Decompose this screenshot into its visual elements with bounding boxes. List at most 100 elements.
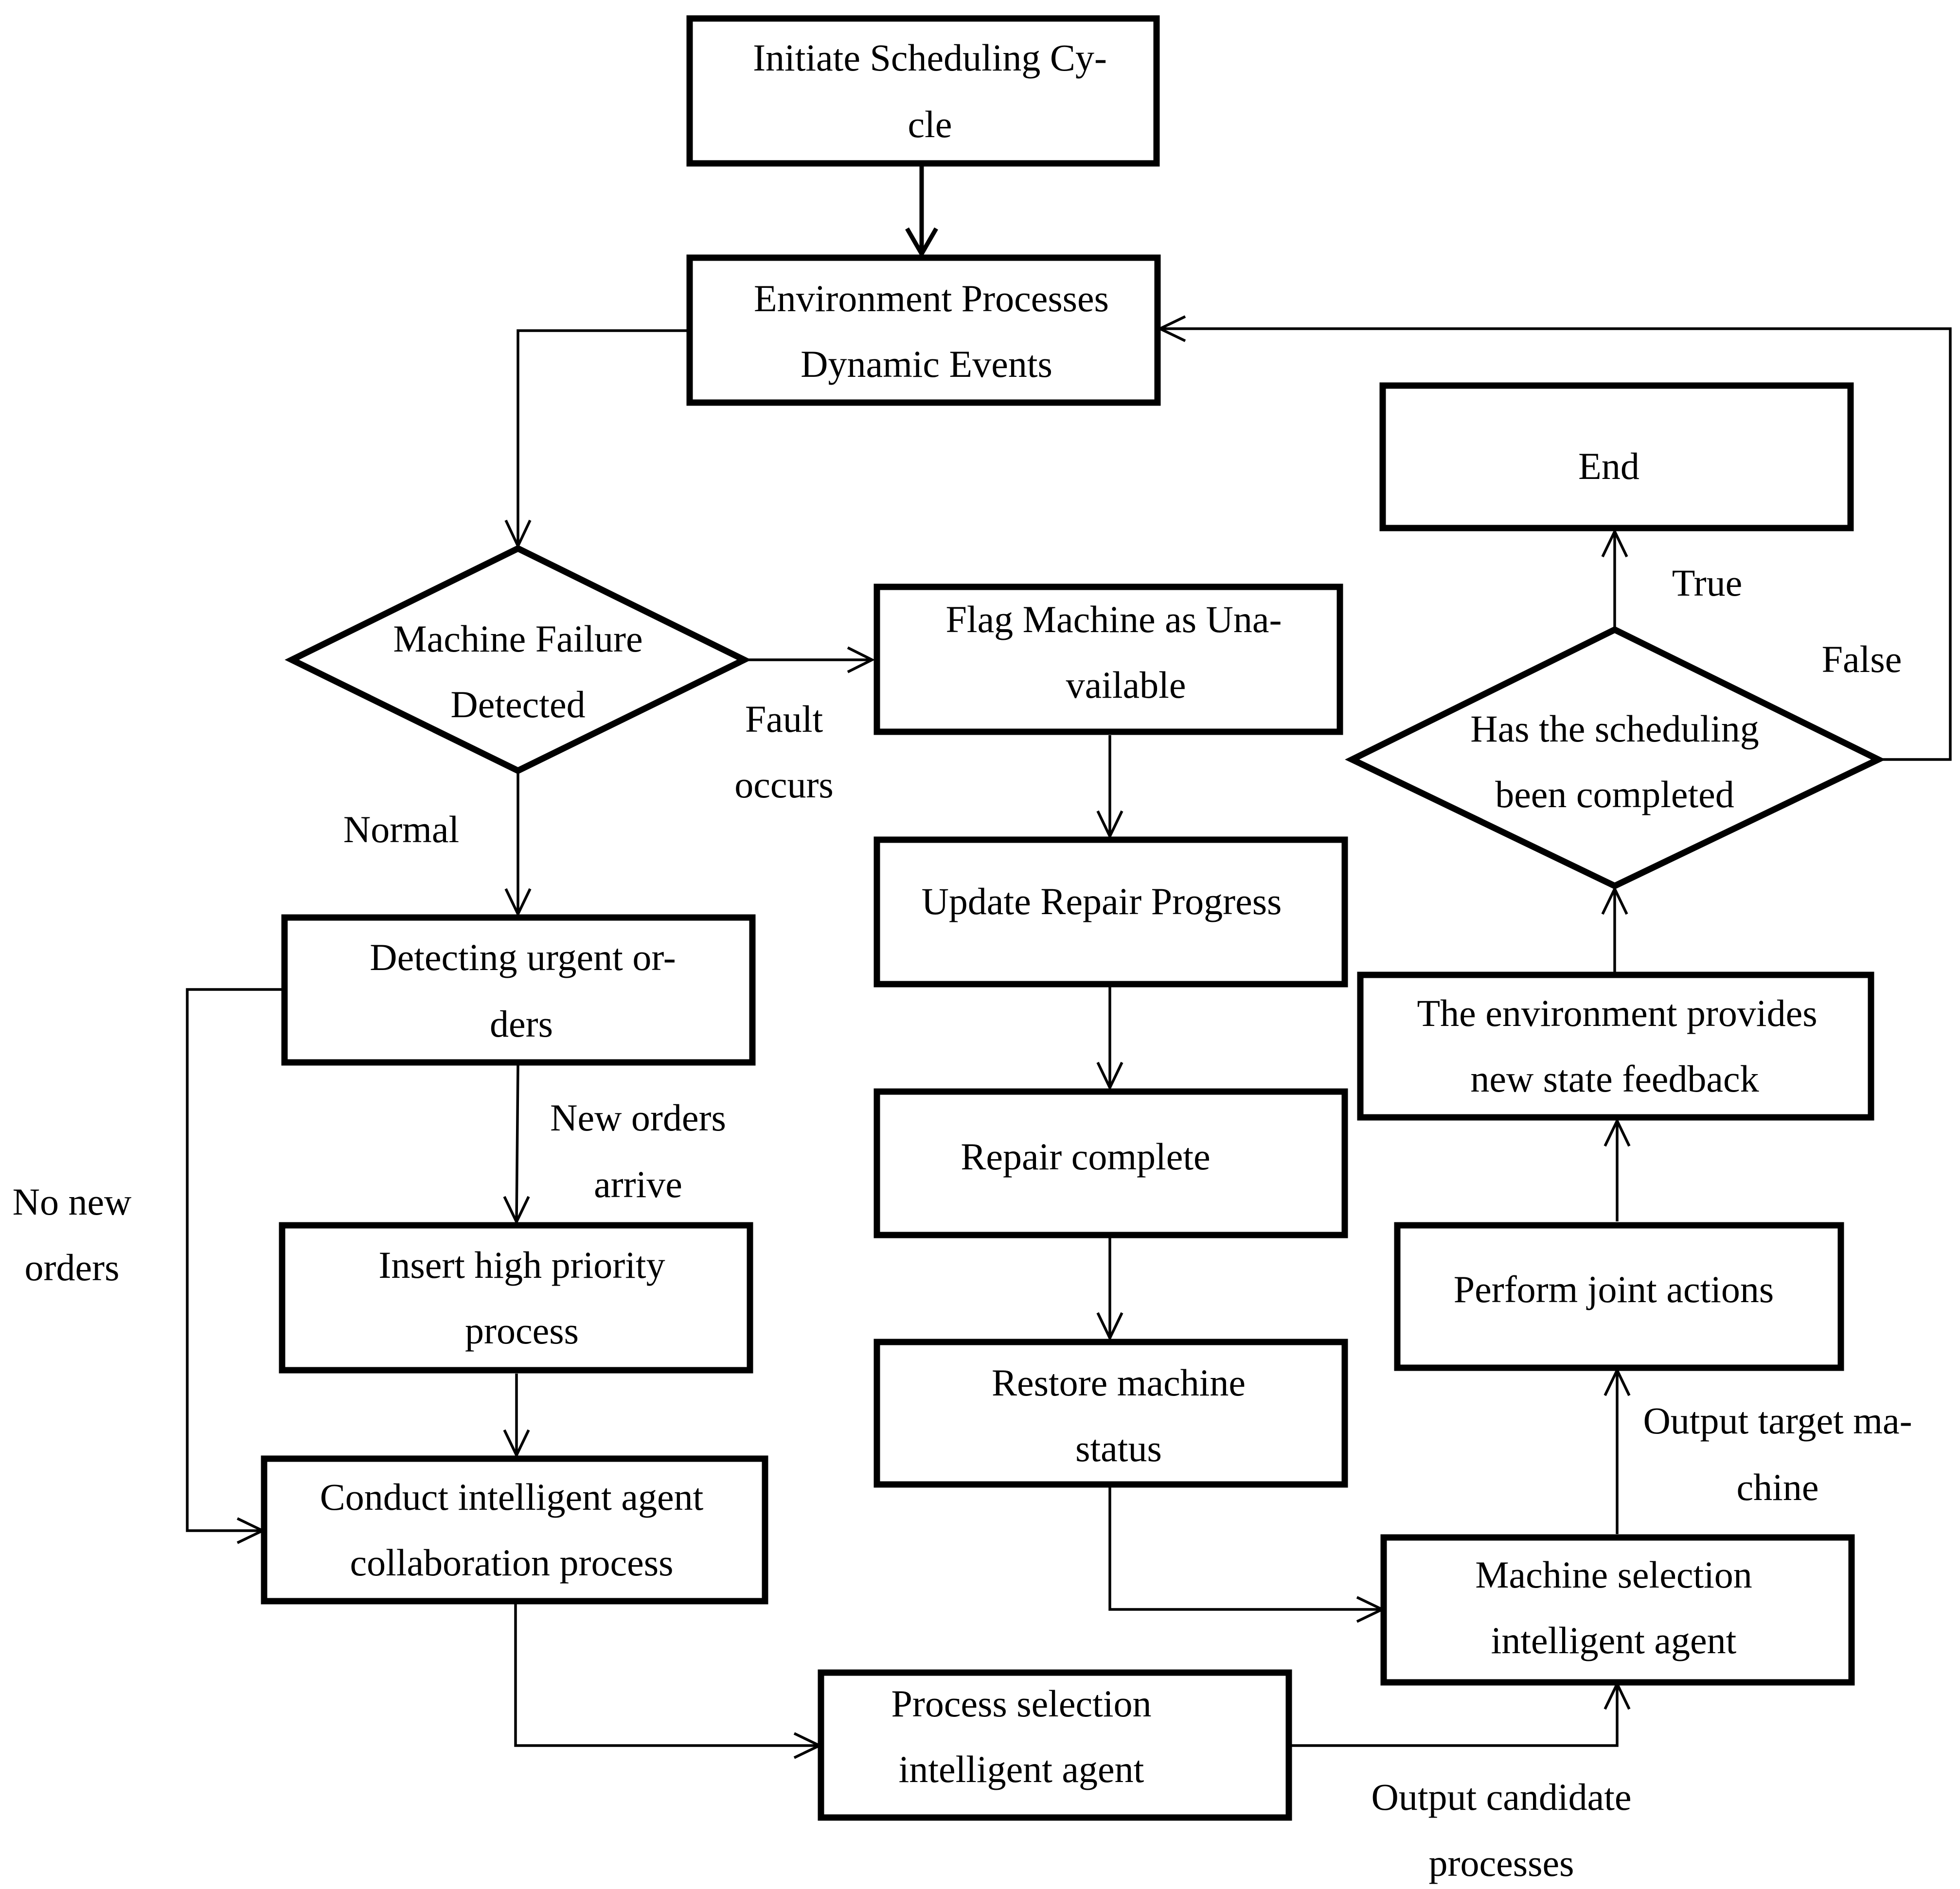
node-label-line: vailable <box>1066 664 1186 706</box>
node-label-line: Machine Failure <box>393 618 642 660</box>
edge-label-line: Output candidate <box>1372 1776 1632 1818</box>
arrowhead <box>1601 528 1628 558</box>
node-label-line: collaboration process <box>350 1541 674 1584</box>
edge-label-new-orders: New orders arrive <box>550 1096 726 1205</box>
arrowhead <box>1604 1117 1631 1147</box>
box <box>873 1339 1348 1488</box>
decision-diamond <box>285 545 751 775</box>
node-label-line: intelligent agent <box>1491 1619 1737 1661</box>
arrowhead <box>847 646 875 673</box>
node-label-line: Restore machine <box>992 1361 1246 1404</box>
node-label-line: End <box>1578 445 1639 487</box>
box <box>873 583 1343 735</box>
box <box>1380 1534 1855 1686</box>
node-label-line: Dynamic Events <box>801 343 1052 385</box>
node-label-line: Has the scheduling <box>1470 707 1759 750</box>
node-label-line: process <box>465 1309 579 1352</box>
edge-label-output-target: Output target ma- chine <box>1643 1399 1912 1508</box>
node-label-line: ders <box>490 1003 553 1045</box>
node-restore-machine: Restore machine status <box>873 1339 1348 1488</box>
edge-label-line: orders <box>25 1246 120 1289</box>
edge-label-line: False <box>1822 638 1902 680</box>
node-label-line: Initiate Scheduling Cy- <box>753 36 1107 79</box>
arrowhead <box>905 227 938 259</box>
edge-label-line: Output target ma- <box>1643 1399 1912 1442</box>
node-scheduling-completed-decision: Has the scheduling been completed <box>1345 626 1886 890</box>
box <box>873 836 1348 988</box>
node-label-line: Environment Processes <box>754 277 1109 319</box>
node-label-line: Detecting urgent or- <box>370 936 676 978</box>
edge-label-true: True <box>1672 562 1743 604</box>
node-detecting-urgent: Detecting urgent or- ders <box>281 914 756 1066</box>
arrowhead <box>504 888 532 918</box>
node-label-line: Conduct intelligent agent <box>320 1476 704 1518</box>
arrowhead <box>1096 1061 1123 1091</box>
edge-label-line: True <box>1672 562 1743 604</box>
node-label-line: Process selection <box>891 1682 1151 1725</box>
box <box>1379 382 1854 531</box>
node-environment-processes: Environment Processes Dynamic Events <box>686 254 1161 406</box>
edge-restore-to-machine-selection <box>1108 1487 1382 1611</box>
node-perform-joint-actions: Perform joint actions <box>1394 1222 1844 1371</box>
box <box>686 15 1160 167</box>
edge-label-line: New orders <box>550 1096 726 1139</box>
edge-label-line: Normal <box>343 808 459 850</box>
edge-label-line: processes <box>1429 1842 1574 1884</box>
box <box>1394 1222 1844 1371</box>
node-label-line: intelligent agent <box>899 1748 1144 1790</box>
edge-label-output-candidate: Output candidate processes <box>1372 1776 1632 1884</box>
node-label-line: Insert high priority <box>378 1244 665 1286</box>
edge-detect-to-insert <box>515 1064 519 1222</box>
arrowhead <box>1096 1312 1123 1342</box>
edge-process-to-machine-selection <box>1257 1684 1619 1747</box>
decision-diamond <box>1345 626 1886 890</box>
node-label-line: Update Repair Progress <box>922 880 1282 922</box>
edge-environment-to-failure <box>517 329 687 546</box>
node-label-line: been completed <box>1495 773 1734 815</box>
node-repair-complete: Repair complete <box>873 1088 1348 1238</box>
node-label-line: Machine selection <box>1475 1554 1752 1596</box>
edge-label-normal: Normal <box>343 808 459 850</box>
box <box>279 1222 753 1374</box>
node-update-repair: Update Repair Progress <box>873 836 1348 988</box>
edge-decision-to-environment <box>1160 327 1952 761</box>
box <box>1357 971 1874 1121</box>
node-label-line: status <box>1075 1427 1162 1469</box>
node-label-line: cle <box>908 103 952 145</box>
node-flag-machine: Flag Machine as Una- vailable <box>873 583 1343 735</box>
arrowhead <box>503 1429 530 1459</box>
edge-label-line: arrive <box>594 1163 682 1205</box>
node-label-line: Repair complete <box>961 1135 1210 1178</box>
edge-detect-to-conduct <box>186 988 282 1532</box>
node-conduct-collaboration: Conduct intelligent agent collaboration … <box>261 1455 768 1605</box>
edge-label-no-new-orders: No new orders <box>13 1181 132 1289</box>
node-label-line: Flag Machine as Una- <box>946 598 1282 640</box>
node-initiate-scheduling: Initiate Scheduling Cy- cle <box>686 15 1160 167</box>
edge-label-line: chine <box>1737 1466 1819 1508</box>
node-insert-priority: Insert high priority process <box>279 1222 753 1374</box>
node-environment-feedback: The environment provides new state feedb… <box>1357 971 1874 1121</box>
node-label-line: The environment provides <box>1417 992 1817 1034</box>
node-label-line: Perform joint actions <box>1454 1268 1774 1310</box>
edge-label-line: No new <box>13 1181 132 1223</box>
box <box>686 254 1161 406</box>
box <box>281 914 756 1066</box>
node-machine-selection-agent: Machine selection intelligent agent <box>1380 1534 1855 1686</box>
arrowhead <box>503 1196 530 1225</box>
edges <box>186 165 1952 1759</box>
edge-label-line: occurs <box>734 763 834 806</box>
arrowhead <box>1096 810 1123 840</box>
edge-conduct-to-process-selection <box>514 1604 820 1747</box>
node-end: End <box>1379 382 1854 531</box>
node-machine-failure-decision: Machine Failure Detected <box>285 545 751 775</box>
edge-label-false: False <box>1822 638 1902 680</box>
box <box>818 1669 1292 1821</box>
node-process-selection-agent: Process selection intelligent agent <box>818 1669 1292 1821</box>
node-label-line: Detected <box>450 683 585 725</box>
node-label-line: new state feedback <box>1470 1058 1759 1100</box>
edge-label-fault-occurs: Fault occurs <box>734 698 834 806</box>
box <box>873 1088 1348 1238</box>
box <box>261 1455 768 1605</box>
edge-label-line: Fault <box>745 698 823 740</box>
